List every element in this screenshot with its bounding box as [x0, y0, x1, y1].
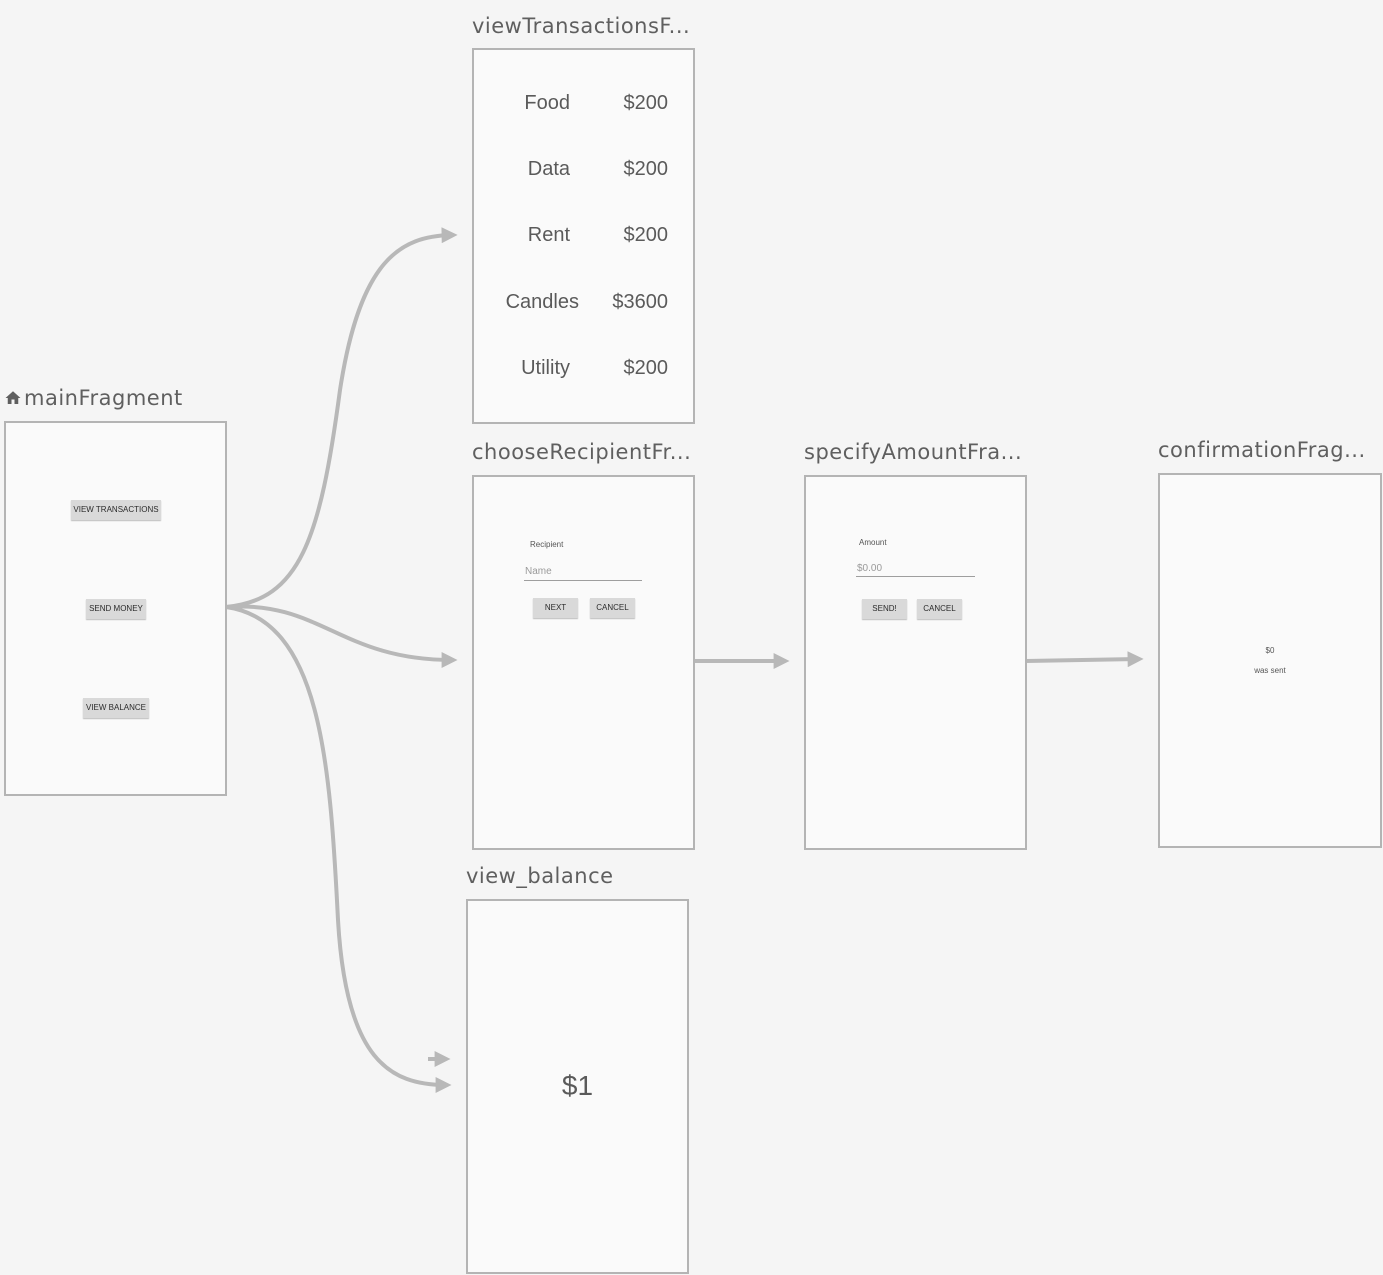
recipient-input-underline	[524, 580, 642, 581]
recipient-label: Recipient	[530, 540, 564, 549]
transaction-amount: $200	[623, 357, 669, 379]
amount-label: Amount	[859, 538, 887, 547]
choose-recipient-frame[interactable]: Recipient Name NEXT CANCEL	[472, 475, 695, 850]
recipient-name-input[interactable]: Name	[525, 566, 552, 577]
transaction-name: Utility	[521, 357, 570, 379]
transaction-name: Candles	[505, 291, 579, 313]
next-button[interactable]: NEXT	[533, 598, 578, 618]
transaction-name: Data	[527, 158, 570, 180]
cancel-button[interactable]: CANCEL	[917, 599, 962, 619]
amount-input-underline	[856, 576, 975, 577]
view-balance-frame[interactable]: $1	[466, 899, 689, 1274]
transaction-row: Utility $200	[474, 357, 692, 387]
link-main-to-transactions	[225, 227, 458, 609]
view-balance-button[interactable]: VIEW BALANCE	[83, 698, 149, 718]
transaction-row: Data $200	[474, 158, 692, 188]
main-fragment-frame[interactable]: VIEW TRANSACTIONS SEND MONEY VIEW BALANC…	[4, 421, 227, 796]
view-balance-title[interactable]: view_balance	[466, 864, 614, 888]
main-fragment-title[interactable]: mainFragment	[4, 385, 183, 411]
confirmation-title[interactable]: confirmationFrag...	[1158, 438, 1366, 462]
transaction-row: Rent $200	[474, 224, 692, 254]
specify-amount-title[interactable]: specifyAmountFra...	[804, 440, 1023, 464]
send-money-button[interactable]: SEND MONEY	[86, 599, 146, 619]
balance-amount: $1	[561, 1070, 594, 1101]
send-button[interactable]: SEND!	[862, 599, 907, 619]
transaction-name: Food	[524, 92, 570, 114]
transaction-row: Candles $3600	[474, 291, 692, 321]
main-fragment-title-text: mainFragment	[24, 386, 183, 410]
link-main-to-view-balance	[225, 605, 452, 1093]
confirmation-message: was sent	[1254, 666, 1286, 675]
transaction-amount: $200	[623, 92, 669, 114]
view-transactions-button[interactable]: VIEW TRANSACTIONS	[71, 500, 161, 520]
transaction-amount: $200	[623, 158, 669, 180]
view-transactions-title[interactable]: viewTransactionsF...	[472, 14, 691, 38]
transaction-name: Rent	[527, 224, 570, 246]
amount-input[interactable]: $0.00	[857, 563, 883, 574]
transaction-row: Food $200	[474, 92, 692, 122]
transaction-amount: $3600	[612, 291, 668, 313]
confirmation-frame[interactable]: $0 was sent	[1158, 473, 1382, 848]
link-specify-to-confirmation	[1025, 651, 1144, 668]
choose-recipient-title[interactable]: chooseRecipientFr...	[472, 440, 692, 464]
home-icon	[5, 391, 21, 404]
transaction-amount: $200	[623, 224, 669, 246]
cancel-button[interactable]: CANCEL	[590, 598, 635, 618]
link-main-to-choose-recipient	[225, 604, 458, 668]
specify-amount-frame[interactable]: Amount $0.00 SEND! CANCEL	[804, 475, 1027, 850]
confirmation-amount: $0	[1265, 646, 1275, 655]
view-transactions-frame[interactable]: Food $200 Data $200 Rent $200 Candles $3…	[472, 48, 695, 424]
